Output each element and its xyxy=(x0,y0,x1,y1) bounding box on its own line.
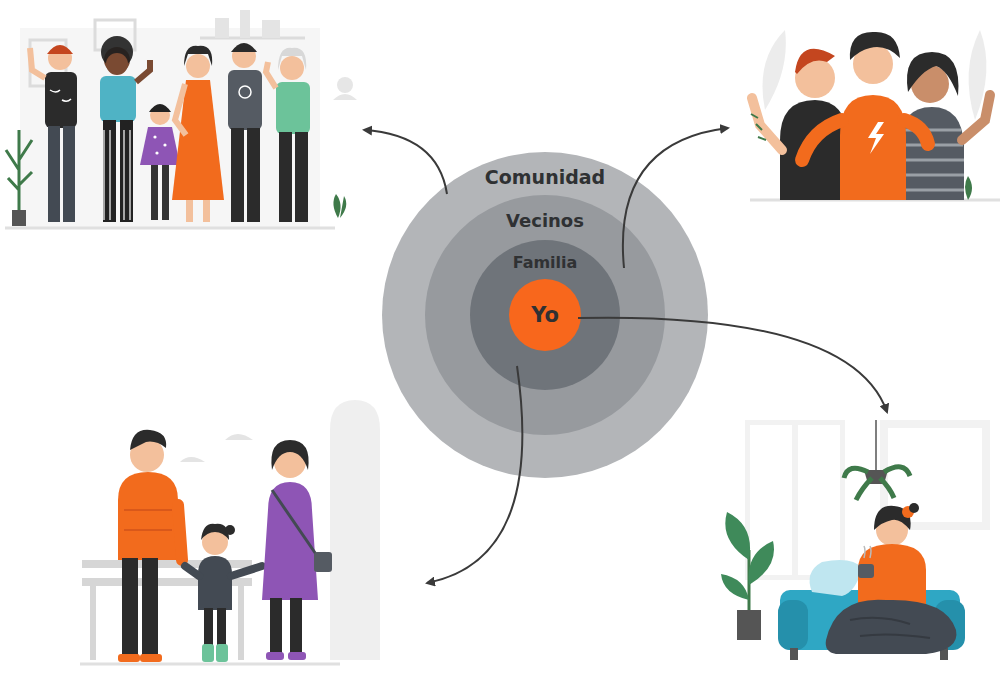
circle-fill xyxy=(470,240,620,390)
family-illustration xyxy=(80,400,380,664)
ring-label: Vecinos xyxy=(506,210,584,231)
community-illustration xyxy=(5,10,357,228)
ring-label: Familia xyxy=(513,253,578,272)
neighbors-ring: VecinosFamiliaYo xyxy=(425,195,665,435)
self-circle: Yo xyxy=(509,279,581,351)
neighbors-illustration xyxy=(750,30,1000,200)
community-ring: ComunidadVecinosFamiliaYo xyxy=(382,152,708,478)
leader-arrow xyxy=(623,128,728,268)
circle-fill xyxy=(382,152,708,478)
self-illustration xyxy=(721,420,990,660)
ring-label: Comunidad xyxy=(485,166,605,188)
circle-fill xyxy=(425,195,665,435)
leader-arrow xyxy=(364,130,447,194)
leader-arrow xyxy=(578,318,887,412)
leader-arrow xyxy=(427,366,522,583)
ring-label: Yo xyxy=(531,303,559,327)
circle-fill xyxy=(509,279,581,351)
family-ring: FamiliaYo xyxy=(470,240,620,390)
